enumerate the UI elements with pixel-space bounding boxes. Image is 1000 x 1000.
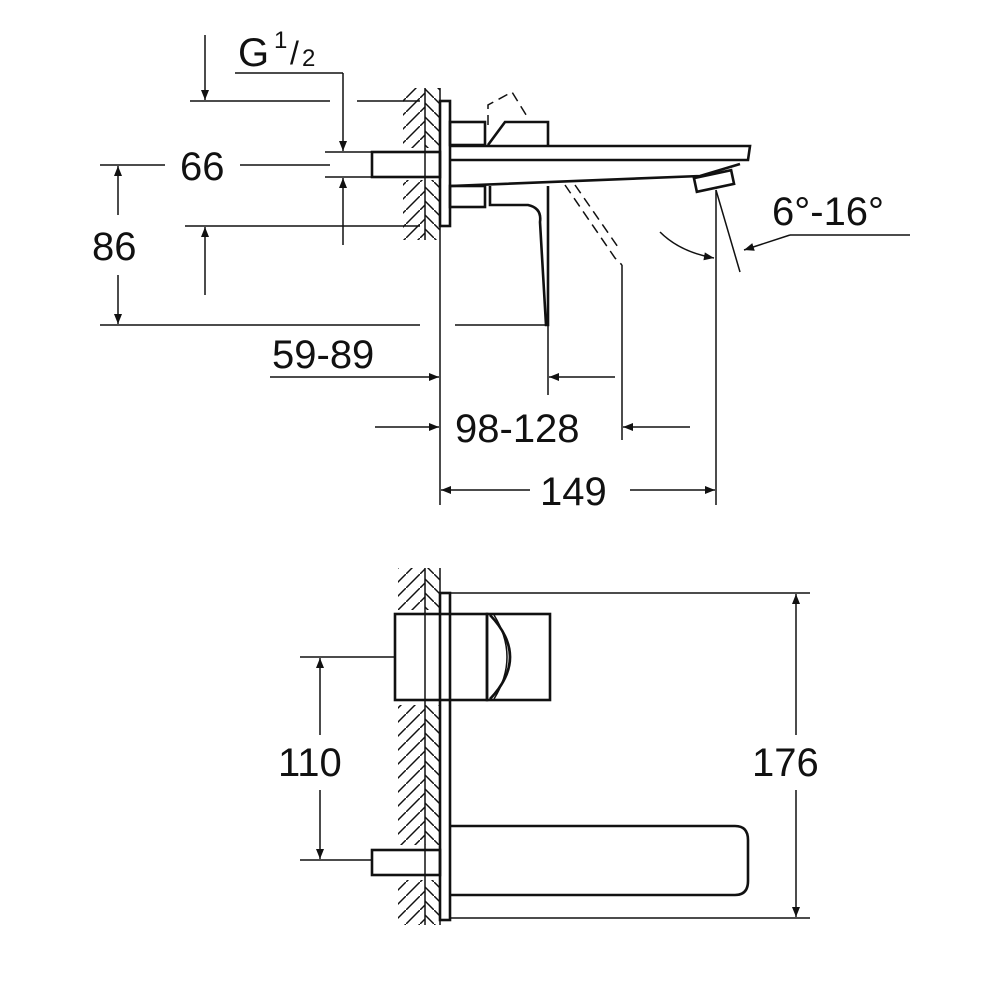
thread-label: G [238, 31, 269, 75]
thread-fraction-denominator: 2 [302, 45, 315, 72]
wall-section-front [398, 568, 441, 925]
dim-center-distance: 110 [278, 741, 342, 785]
side-view: G 1 / 2 66 86 59-89 98-128 149 6°-16° [92, 27, 910, 514]
dim-total-height: 86 [92, 225, 137, 269]
dim-wall-depth: 59-89 [272, 333, 374, 377]
faucet-side-outline [370, 91, 752, 327]
dimension-lines-front [300, 592, 810, 919]
thread-fraction-slash: / [290, 35, 299, 71]
dim-pipe-height: 66 [180, 145, 225, 189]
dim-angle: 6°-16° [772, 190, 884, 234]
dim-spout-projection: 149 [540, 470, 607, 514]
front-view: 110 176 [278, 568, 819, 925]
dim-lever-reach: 98-128 [455, 407, 580, 451]
thread-fraction-numerator: 1 [274, 27, 287, 54]
dim-plate-height: 176 [752, 741, 819, 785]
dimension-lines-side [100, 35, 910, 505]
wall-section [403, 88, 441, 505]
